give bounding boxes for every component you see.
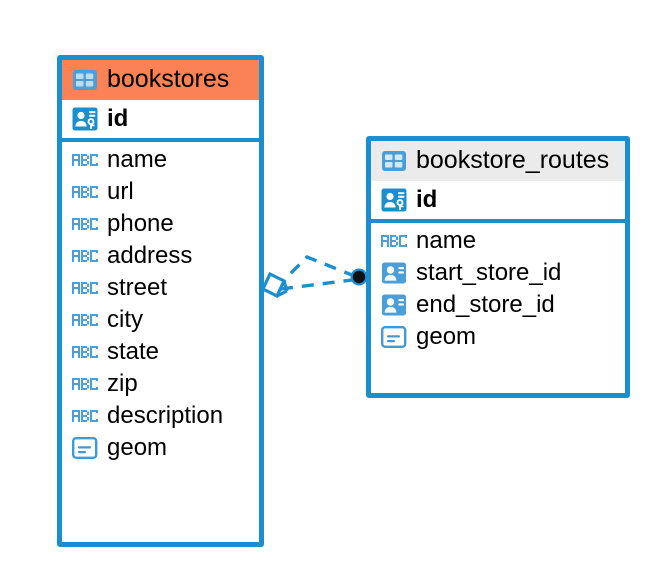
table-icon bbox=[381, 150, 407, 172]
field-label: id bbox=[107, 104, 129, 132]
field-label: name bbox=[107, 145, 168, 173]
relationship-line-lower bbox=[280, 278, 353, 291]
field-label: state bbox=[107, 337, 160, 365]
field-label: end_store_id bbox=[416, 290, 555, 318]
field-list-bookstores: name bbox=[62, 142, 259, 470]
text-abc-icon bbox=[72, 345, 98, 359]
text-abc-icon bbox=[381, 234, 407, 248]
field-row-primary-key[interactable]: id bbox=[371, 181, 625, 219]
primary-key-separator bbox=[62, 138, 259, 142]
field-label: url bbox=[107, 177, 134, 205]
field-row-state[interactable]: state bbox=[62, 336, 259, 368]
field-label: description bbox=[107, 401, 224, 429]
primary-key-icon bbox=[381, 187, 407, 213]
field-row-start-store-id[interactable]: start_store_id bbox=[371, 257, 625, 289]
field-label: address bbox=[107, 241, 193, 269]
entity-bookstore-routes[interactable]: bookstore_routes id bbox=[366, 136, 630, 398]
text-abc-icon bbox=[72, 153, 98, 167]
entity-bookstores[interactable]: bookstores id bbox=[57, 55, 264, 547]
field-row-geom[interactable]: geom bbox=[62, 432, 259, 464]
field-row-geom[interactable]: geom bbox=[371, 321, 625, 353]
field-row-zip[interactable]: zip bbox=[62, 368, 259, 400]
relationship-target-circle-marker bbox=[350, 268, 368, 286]
field-row-primary-key[interactable]: id bbox=[62, 100, 259, 138]
field-row-url[interactable]: url bbox=[62, 176, 259, 208]
primary-key-icon bbox=[72, 106, 98, 132]
geometry-icon bbox=[72, 436, 98, 460]
text-abc-icon bbox=[72, 249, 98, 263]
field-label: zip bbox=[107, 369, 138, 397]
field-label: name bbox=[416, 226, 477, 254]
text-abc-icon bbox=[72, 409, 98, 423]
text-abc-icon bbox=[72, 281, 98, 295]
entity-title: bookstore_routes bbox=[416, 146, 610, 174]
text-abc-icon bbox=[72, 217, 98, 231]
field-label: phone bbox=[107, 209, 174, 237]
field-label: city bbox=[107, 305, 143, 333]
field-list-bookstore-routes: name start_store_id bbox=[371, 223, 625, 359]
field-label: geom bbox=[107, 433, 168, 461]
field-row-street[interactable]: street bbox=[62, 272, 259, 304]
text-abc-icon bbox=[72, 377, 98, 391]
foreign-key-icon bbox=[381, 293, 407, 317]
table-icon bbox=[72, 69, 98, 91]
field-label: geom bbox=[416, 322, 477, 350]
text-abc-icon bbox=[72, 313, 98, 327]
field-row-name[interactable]: name bbox=[371, 225, 625, 257]
relationship-line-upper bbox=[274, 255, 358, 290]
field-row-phone[interactable]: phone bbox=[62, 208, 259, 240]
text-abc-icon bbox=[72, 185, 98, 199]
field-row-end-store-id[interactable]: end_store_id bbox=[371, 289, 625, 321]
field-row-description[interactable]: description bbox=[62, 400, 259, 432]
entity-title: bookstores bbox=[107, 65, 230, 93]
field-row-name[interactable]: name bbox=[62, 144, 259, 176]
foreign-key-icon bbox=[381, 261, 407, 285]
field-label: start_store_id bbox=[416, 258, 562, 286]
primary-key-separator bbox=[371, 219, 625, 223]
relationship-source-diamond-marker bbox=[260, 271, 289, 299]
field-label: id bbox=[416, 185, 438, 213]
field-row-address[interactable]: address bbox=[62, 240, 259, 272]
entity-header-bookstore-routes[interactable]: bookstore_routes bbox=[371, 141, 625, 181]
geometry-icon bbox=[381, 325, 407, 349]
field-label: street bbox=[107, 273, 168, 301]
field-row-city[interactable]: city bbox=[62, 304, 259, 336]
entity-header-bookstores[interactable]: bookstores bbox=[62, 60, 259, 100]
